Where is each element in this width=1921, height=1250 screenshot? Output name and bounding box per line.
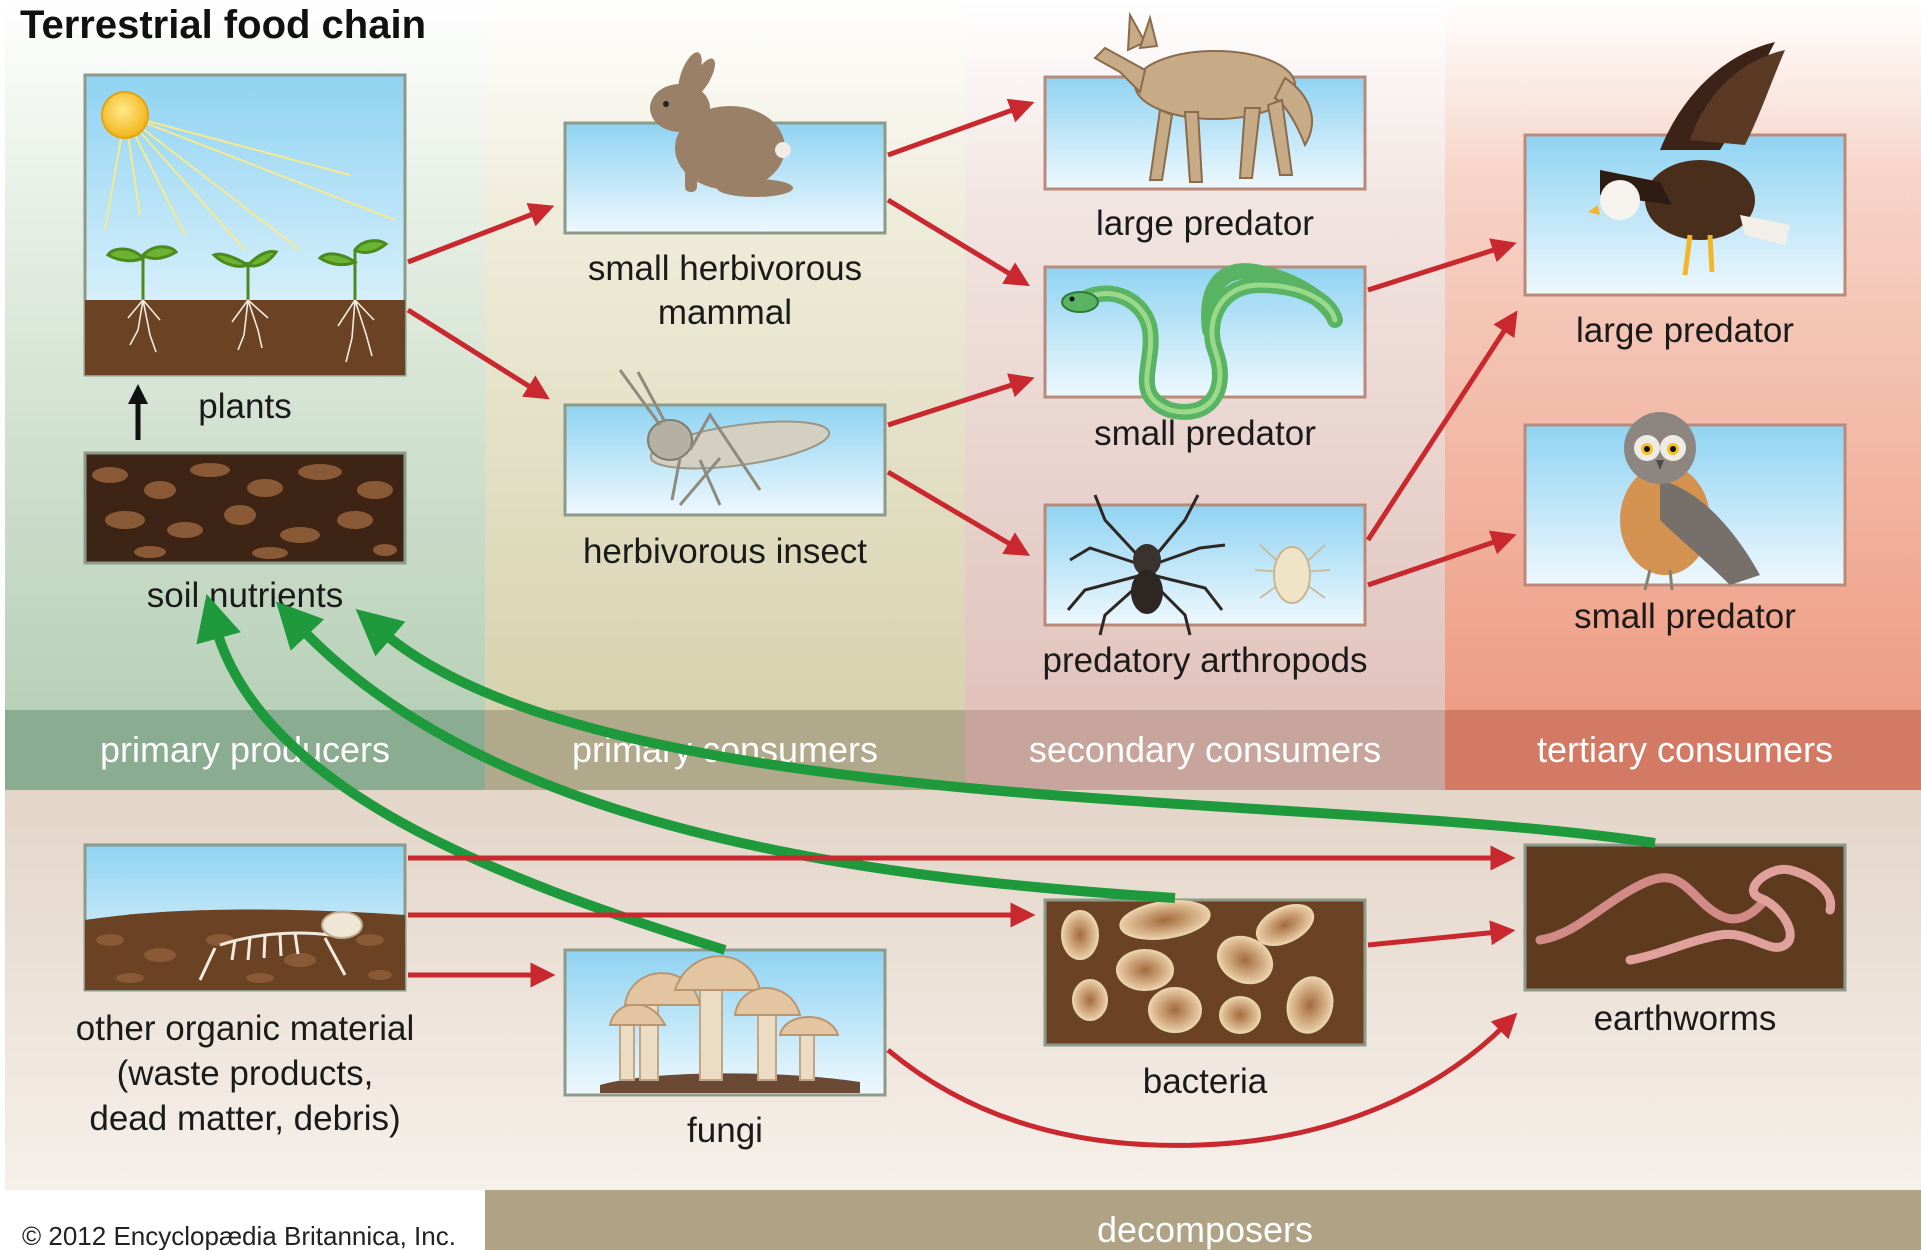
earthworms-box xyxy=(1525,845,1845,990)
label-earthworms: earthworms xyxy=(1594,999,1777,1038)
category-secondary-consumers: secondary consumers xyxy=(1029,729,1381,770)
label-small-herbivorous-mammal-line1: small herbivorous xyxy=(588,249,862,288)
label-bacteria: bacteria xyxy=(1143,1062,1268,1101)
label-small-herbivorous-mammal-line2: mammal xyxy=(658,293,792,332)
bacteria-box xyxy=(1045,896,1365,1045)
category-primary-producers: primary producers xyxy=(100,729,390,770)
skeleton-on-soil-icon xyxy=(85,910,405,990)
predatory-arthropods-box xyxy=(1045,495,1365,635)
label-small-predator-tertiary: small predator xyxy=(1574,597,1796,636)
other-organic-material-box xyxy=(85,845,405,990)
fungi-box xyxy=(565,950,885,1095)
label-other-organic-material-line1: other organic material xyxy=(76,1009,415,1048)
label-predatory-arthropods: predatory arthropods xyxy=(1043,641,1368,680)
label-soil-nutrients: soil nutrients xyxy=(147,576,343,615)
label-other-organic-material-line2: (waste products, xyxy=(117,1054,374,1093)
small-predator-tertiary-box xyxy=(1525,412,1845,590)
label-large-predator-tertiary: large predator xyxy=(1576,311,1794,350)
category-decomposers: decomposers xyxy=(1097,1209,1313,1250)
small-predator-secondary-box xyxy=(1045,267,1365,412)
label-fungi: fungi xyxy=(687,1111,763,1150)
category-tertiary-consumers: tertiary consumers xyxy=(1537,729,1833,770)
label-small-predator-secondary: small predator xyxy=(1094,414,1316,453)
plants-box xyxy=(85,75,405,375)
page-title: Terrestrial food chain xyxy=(20,3,426,47)
label-other-organic-material-line3: dead matter, debris) xyxy=(89,1099,400,1138)
copyright-notice: © 2012 Encyclopædia Britannica, Inc. xyxy=(22,1221,456,1250)
label-herbivorous-insect: herbivorous insect xyxy=(583,532,867,571)
label-plants: plants xyxy=(198,387,291,426)
soil-nutrients-box xyxy=(85,453,405,563)
label-large-predator-secondary: large predator xyxy=(1096,204,1314,243)
